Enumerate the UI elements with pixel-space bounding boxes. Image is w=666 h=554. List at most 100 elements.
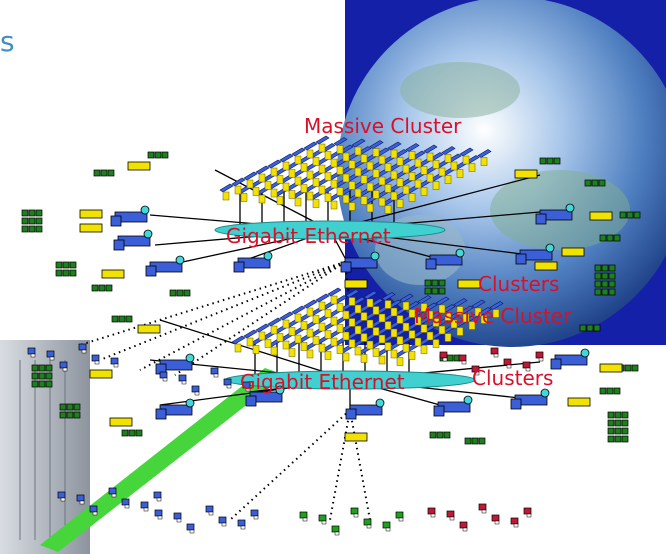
rack-base: [252, 345, 260, 354]
chip-group: [59, 403, 81, 419]
rack-node: [303, 141, 318, 151]
workstation-screen: [382, 521, 391, 529]
rack-base: [312, 157, 320, 166]
dotted-link: [329, 409, 351, 521]
workstation: [318, 514, 327, 525]
rack-base: [372, 169, 380, 178]
rack-base: [336, 303, 344, 312]
chip: [45, 380, 53, 388]
rack-base: [342, 194, 350, 204]
workstation: [186, 523, 195, 534]
workstation-screen: [491, 514, 500, 522]
rack-node: [243, 171, 258, 181]
rack-base: [408, 351, 416, 360]
workstation-base: [213, 373, 219, 378]
chip: [601, 272, 609, 280]
workstation: [205, 505, 214, 516]
workstation: [108, 487, 117, 498]
rack-node: [453, 298, 468, 307]
rack-node: [279, 153, 294, 163]
rack-base: [408, 151, 416, 160]
rack-node: [435, 296, 450, 306]
rack-base: [318, 143, 326, 153]
rack-base: [360, 196, 368, 205]
rack-base: [372, 327, 380, 336]
workstation-base: [60, 497, 66, 502]
massive-clusters: [219, 135, 504, 366]
rack-base: [384, 163, 392, 172]
workstation: [76, 494, 85, 505]
chip: [601, 280, 609, 288]
rack-base: [438, 304, 446, 314]
rack-node: [477, 149, 492, 158]
workstation-screen: [186, 523, 195, 531]
workstation: [522, 361, 531, 372]
chip: [606, 234, 614, 242]
chip: [135, 429, 143, 437]
node-dot: [275, 385, 285, 395]
chip: [105, 284, 113, 292]
rack-base: [348, 297, 356, 306]
workstation: [446, 510, 455, 521]
node-dot: [185, 398, 195, 408]
rack-base: [414, 179, 422, 189]
workstation-screen: [59, 361, 68, 369]
workstation-screen: [223, 378, 232, 386]
chip: [619, 211, 627, 219]
yellow-bar: [344, 432, 368, 442]
rack-base: [222, 191, 230, 201]
rack-base: [396, 178, 404, 187]
rack-base: [312, 336, 320, 345]
rack-base: [324, 172, 332, 181]
yellow-bar: [561, 247, 585, 257]
chip: [607, 435, 615, 443]
rack-base: [378, 197, 386, 207]
rack-base: [480, 315, 488, 324]
chip-group: [599, 387, 621, 395]
rack-base: [384, 342, 392, 351]
workstation-screen: [46, 350, 55, 358]
chip: [438, 279, 446, 287]
rack-base: [282, 182, 290, 192]
chip: [614, 411, 622, 419]
yellow-bar: [79, 223, 103, 233]
node-side: [245, 395, 257, 407]
yellow-bar: [79, 209, 103, 219]
chip: [438, 287, 446, 295]
workstation-screen: [78, 343, 87, 351]
ethernet-ring-top: [214, 220, 446, 240]
yellow-bar: [109, 417, 133, 427]
workstation-base: [181, 380, 187, 385]
chip: [539, 157, 547, 165]
rack-base: [378, 155, 386, 165]
workstation-base: [366, 524, 372, 529]
rack-base: [300, 163, 308, 172]
workstation: [535, 351, 544, 362]
rack-node: [243, 329, 258, 339]
node-side: [340, 261, 352, 273]
workstation-base: [353, 513, 359, 518]
workstation-base: [30, 353, 36, 358]
rack-base: [282, 319, 290, 329]
cluster-node: [515, 243, 555, 265]
workstation-screen: [76, 494, 85, 502]
chip-group: [539, 157, 561, 165]
chip: [608, 272, 616, 280]
rack-node: [255, 323, 270, 333]
rack-base: [318, 185, 326, 195]
workstation-screen: [121, 498, 130, 506]
chip: [429, 431, 437, 439]
rack-base: [396, 157, 404, 166]
label-massive-cluster-bottom: Massive Cluster: [414, 304, 572, 328]
label-gigabit-ethernet-top: Gigabit Ethernet: [226, 224, 391, 248]
massive-cluster-top: [219, 135, 492, 214]
workstation-screen: [57, 491, 66, 499]
node-dot: [545, 243, 555, 253]
workstation: [173, 512, 182, 523]
workstation: [140, 501, 149, 512]
chip: [35, 217, 43, 225]
chip: [594, 288, 602, 296]
rack-base: [480, 157, 488, 166]
cluster-node: [113, 229, 153, 251]
workstation-screen: [159, 371, 168, 379]
